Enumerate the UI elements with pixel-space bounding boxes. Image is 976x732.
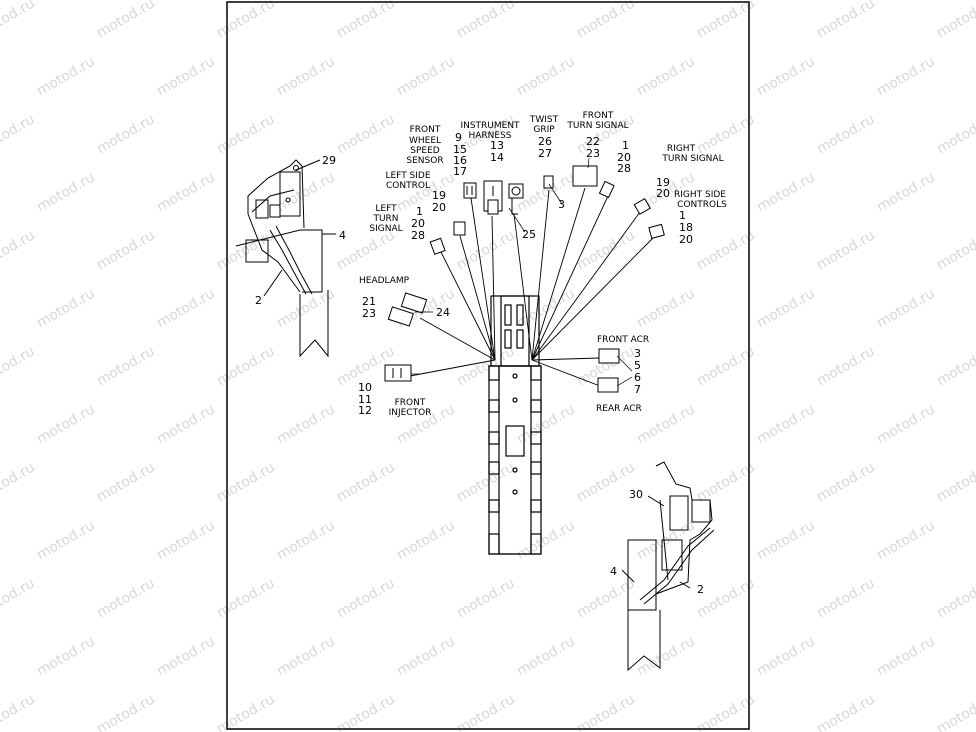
callout-ul-4: 4 — [339, 229, 346, 242]
callout-14: 14 — [490, 151, 504, 164]
label-instrument-2: HARNESS — [468, 131, 511, 141]
callout-rs-20: 20 — [679, 233, 693, 246]
callout-hl-23: 23 — [362, 307, 376, 320]
connector-front-acr — [598, 348, 620, 364]
label-left-side-ctrl-2: CONTROL — [386, 181, 430, 191]
label-twist-2: GRIP — [533, 125, 555, 135]
callout-rt-20: 20 — [617, 151, 631, 164]
callout-24: 24 — [436, 306, 450, 319]
callout-11: 11 — [358, 393, 372, 406]
callout-22: 22 — [586, 135, 600, 148]
callout-16: 16 — [453, 154, 467, 167]
label-twist-1: TWIST — [529, 115, 559, 125]
label-front-turn-2: TURN SIGNAL — [566, 121, 628, 131]
label-left-turn-1: LEFT — [375, 204, 397, 214]
callout-rt-1: 1 — [622, 139, 629, 152]
label-right-turn-2: TURN SIGNAL — [661, 154, 723, 164]
callout-rs-18: 18 — [679, 221, 693, 234]
label-rear-acr: REAR ACR — [596, 404, 642, 414]
connector-front-injector — [384, 364, 412, 382]
label-left-turn-3: SIGNAL — [369, 224, 402, 234]
connector-item-25 — [508, 183, 524, 215]
connector-left-turn — [429, 237, 446, 255]
label-front-turn-1: FRONT — [583, 111, 614, 121]
label-fwss-2: WHEEL — [409, 136, 441, 146]
upper-left-detail — [235, 159, 336, 358]
callout-21: 21 — [362, 295, 376, 308]
label-fwss-3: SPEED — [410, 146, 440, 156]
callout-ul-29: 29 — [322, 154, 336, 167]
callout-acr-5: 5 — [634, 359, 641, 372]
callout-lt-28: 28 — [411, 229, 425, 242]
connector-instrument — [483, 180, 503, 215]
callout-25: 25 — [522, 228, 536, 241]
frame-spine — [488, 295, 542, 555]
label-front-injector-2: INJECTOR — [389, 408, 432, 418]
connectors — [384, 165, 665, 393]
label-fwss-4: SENSOR — [406, 156, 443, 166]
callout-r-20: 20 — [656, 187, 670, 200]
harness-wires — [409, 187, 656, 387]
connector-fwss — [463, 182, 477, 199]
leader-lines — [411, 157, 633, 387]
callout-acr-3: 3 — [634, 347, 641, 360]
page-frame — [226, 1, 750, 730]
label-left-side-ctrl-1: LEFT SIDE — [385, 171, 430, 181]
callout-17: 17 — [453, 165, 467, 178]
label-right-side-1: RIGHT SIDE — [674, 190, 726, 200]
label-instrument-1: INSTRUMENT — [460, 121, 520, 131]
connector-rear-acr — [597, 377, 619, 393]
callout-9: 9 — [455, 131, 462, 144]
connector-front-turn — [572, 165, 598, 187]
connector-left-side-control — [453, 221, 466, 236]
callout-13: 13 — [490, 139, 504, 152]
callout-rt-28: 28 — [617, 162, 631, 175]
callout-lsc-19: 19 — [432, 189, 446, 202]
connector-right-side — [648, 223, 665, 239]
callout-26: 26 — [538, 135, 552, 148]
callout-lt-20: 20 — [411, 217, 425, 230]
text-layer: FRONT WHEEL SPEED SENSOR INSTRUMENT HARN… — [255, 111, 727, 596]
callout-15: 15 — [453, 143, 467, 156]
connector-twist-grip — [543, 175, 554, 189]
lower-right-detail — [621, 461, 715, 672]
callout-rs-1: 1 — [679, 209, 686, 222]
callout-lr-4: 4 — [610, 565, 617, 578]
callout-27: 27 — [538, 147, 552, 160]
callout-lsc-20: 20 — [432, 201, 446, 214]
label-front-injector-1: FRONT — [395, 398, 426, 408]
callout-12: 12 — [358, 404, 372, 417]
callout-23: 23 — [586, 147, 600, 160]
callout-lr-30: 30 — [629, 488, 643, 501]
callout-r-19: 19 — [656, 176, 670, 189]
label-front-acr: FRONT ACR — [597, 335, 649, 345]
callout-acr-7: 7 — [634, 383, 641, 396]
label-headlamp: HEADLAMP — [359, 276, 410, 286]
label-left-turn-2: TURN — [372, 214, 398, 224]
label-right-side-2: CONTROLS — [677, 200, 727, 210]
callout-ul-2: 2 — [255, 294, 262, 307]
callout-3-twist: 3 — [558, 198, 565, 211]
label-fwss-1: FRONT — [410, 125, 441, 135]
connector-19-20-right — [633, 197, 651, 215]
label-right-turn-1: RIGHT — [667, 144, 696, 154]
callout-lt-1: 1 — [416, 205, 423, 218]
connector-right-turn — [598, 180, 615, 199]
callout-acr-6: 6 — [634, 371, 641, 384]
callout-10: 10 — [358, 381, 372, 394]
callout-lr-2: 2 — [697, 583, 704, 596]
connector-headlamp — [387, 292, 428, 327]
